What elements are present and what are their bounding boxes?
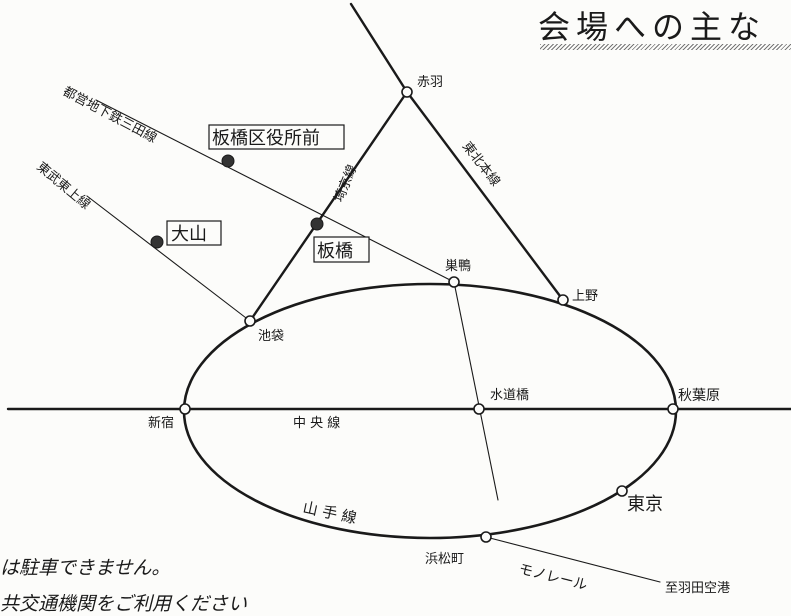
- route-map: 赤羽 上野 巣鴨 池袋 新宿 水道橋 秋葉原 東京 浜松町 板橋 大山 板橋区役…: [6, 2, 791, 596]
- tohoku-line: [405, 90, 565, 302]
- station-node-akihabara: [667, 403, 679, 415]
- line-label-monorail: モノレール: [517, 561, 589, 593]
- monorail-line: [485, 536, 661, 583]
- station-node-ikebukuro: [244, 315, 256, 327]
- mita-line-south: [453, 281, 499, 501]
- station-label-oyama: 大山: [171, 224, 207, 245]
- station-label-akabane: 赤羽: [417, 75, 443, 90]
- station-node-itabashi-kuyakusho-mae: [221, 154, 235, 168]
- line-label-saikyo: 埼京線: [331, 162, 360, 204]
- line-label-chuo: 中 央 線: [293, 415, 340, 431]
- tobu-tojo-line: [86, 195, 251, 322]
- station-label-itabashi: 板橋: [317, 241, 353, 262]
- station-label-ueno: 上野: [572, 289, 598, 304]
- station-label-tokyo: 東京: [627, 494, 663, 515]
- tohoku-line-north: [349, 2, 409, 94]
- station-node-suidobashi: [473, 403, 485, 415]
- station-node-itabashi: [310, 217, 324, 231]
- line-label-mita: 都営地下鉄三田線: [60, 83, 159, 146]
- station-node-shinjuku: [179, 403, 191, 415]
- station-label-suidobashi: 水道橋: [490, 388, 529, 403]
- boxed-frame-itabashi-kuyakusho-mae: [208, 124, 345, 150]
- line-label-tobu-tojo: 東武東上線: [33, 159, 93, 213]
- station-node-ueno: [557, 294, 569, 306]
- station-node-oyama: [150, 235, 164, 249]
- yamanote-line: [182, 282, 678, 540]
- page-title: 会場への主な: [538, 8, 767, 46]
- note-public-transport: 共交通機関をご利用ください: [0, 593, 248, 615]
- saikyo-line: [248, 90, 409, 323]
- line-label-tohoku: 東北本線: [459, 139, 504, 190]
- station-label-shinjuku: 新宿: [148, 415, 174, 431]
- station-node-hamamatsucho: [480, 531, 492, 543]
- station-node-akabane: [401, 86, 413, 98]
- station-label-ikebukuro: 池袋: [258, 329, 284, 344]
- station-label-akihabara: 秋葉原: [678, 388, 720, 404]
- station-node-sugamo: [448, 276, 460, 288]
- boxed-frame-oyama: [166, 220, 222, 246]
- destination-label-haneda: 至羽田空港: [665, 581, 730, 596]
- note-parking: は駐車できません。: [0, 557, 171, 579]
- station-label-itabashi-kuyakusho-mae: 板橋区役所前: [212, 128, 320, 149]
- boxed-frame-itabashi: [313, 236, 370, 263]
- station-label-sugamo: 巣鴨: [445, 259, 471, 274]
- title-underline: [540, 44, 791, 50]
- station-node-tokyo: [616, 485, 628, 497]
- mita-line: [95, 99, 455, 283]
- station-label-hamamatsucho: 浜松町: [425, 552, 464, 567]
